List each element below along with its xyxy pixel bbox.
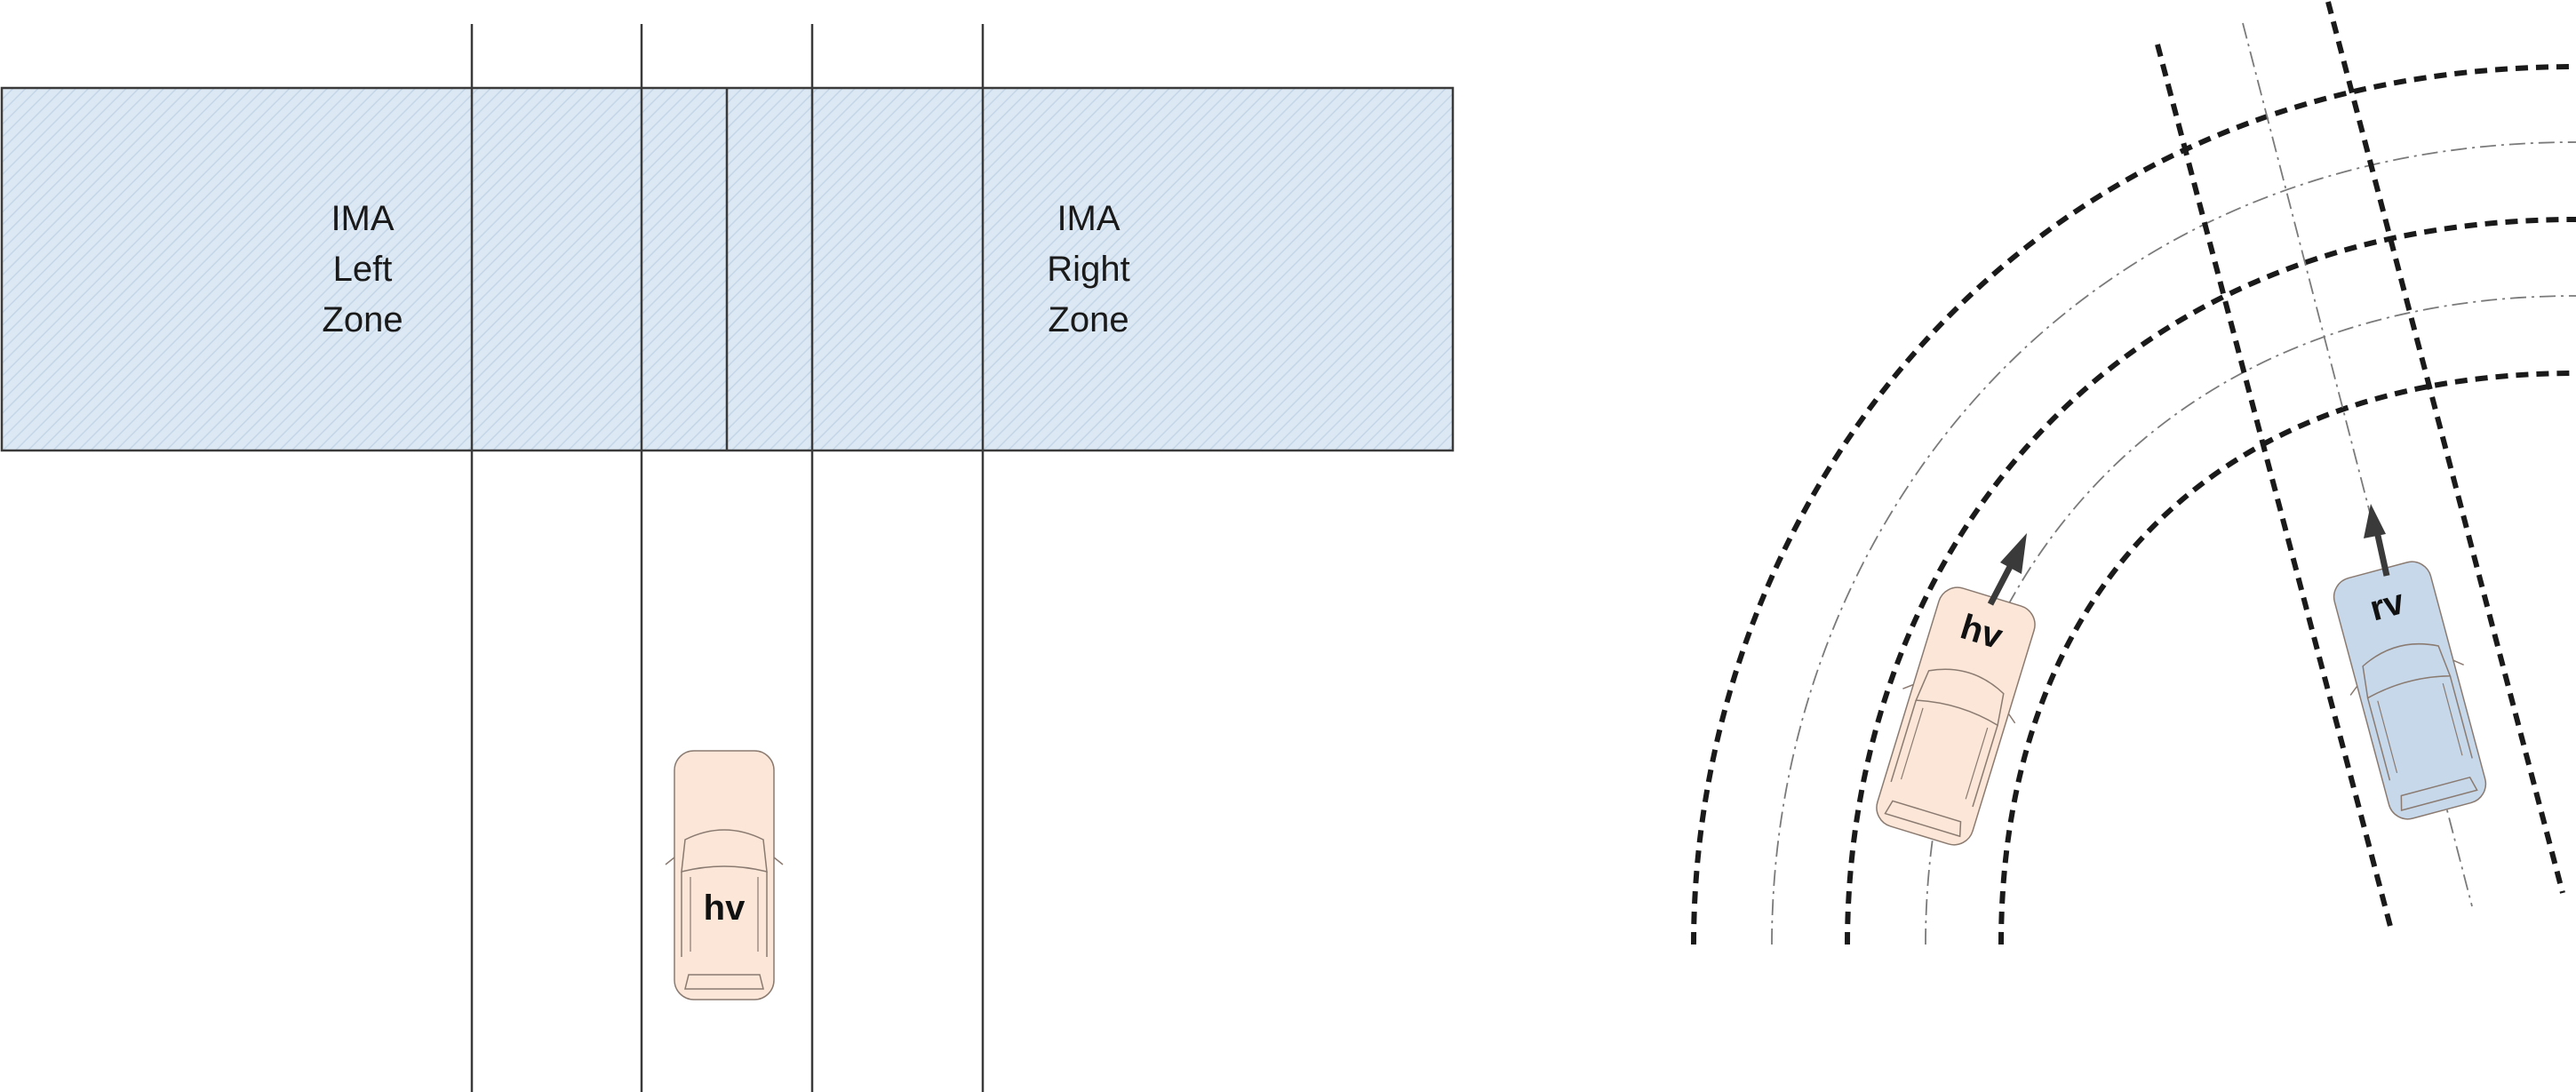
lane-boundary: [1998, 371, 2576, 945]
host-vehicle-car: hv: [665, 750, 784, 1000]
zone-label-line: IMA: [1057, 199, 1120, 238]
lane-boundary: [2325, 1, 2565, 894]
car-body-icon: [665, 750, 784, 1000]
car-body-icon: [2320, 554, 2500, 827]
host-vehicle-label: hv: [704, 889, 746, 928]
zone-label-line: Zone: [1048, 300, 1128, 339]
zone-label-line: Left: [333, 250, 393, 289]
zone-label-line: IMA: [331, 199, 394, 238]
remote-vehicle-car: rv: [2320, 554, 2500, 827]
road-lane-lines: [470, 24, 985, 1092]
straight-road-lines: [2155, 1, 2565, 934]
lane-boundary: [2155, 44, 2395, 934]
curved-lane-boundaries: [1691, 64, 2576, 945]
ima-left-zone-label: IMA Left Zone: [322, 199, 403, 339]
lane-boundary: [1845, 217, 2576, 945]
right-diagram: hv rv: [1691, 1, 2576, 945]
zone-label-line: Right: [1047, 250, 1129, 289]
zone-label-line: Zone: [322, 300, 403, 339]
host-heading-arrow-icon: [1987, 533, 2027, 606]
remote-heading-arrow-icon: [2364, 504, 2390, 577]
lane-boundary: [1691, 64, 2576, 945]
lane-centerline: [1771, 141, 2576, 945]
ima-right-zone-label: IMA Right Zone: [1047, 199, 1129, 339]
left-diagram: IMA Left Zone IMA Right Zone hv: [0, 24, 1455, 1092]
host-vehicle-car: hv: [1862, 579, 2049, 853]
car-body-icon: [1862, 579, 2049, 853]
lane-centerline: [2242, 22, 2473, 907]
